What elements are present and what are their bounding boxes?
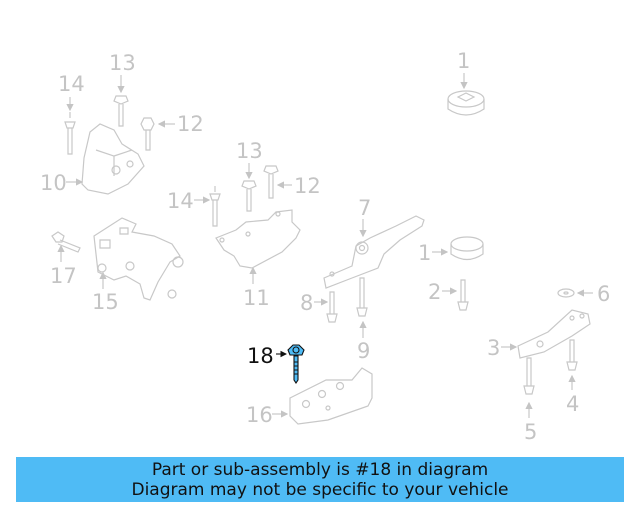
callout-14[interactable]: 14 (167, 189, 194, 213)
callout-1[interactable]: 1 (457, 49, 471, 73)
part-18-bolt (276, 344, 305, 384)
callout-14[interactable]: 14 (58, 72, 85, 96)
callout-8[interactable]: 8 (300, 291, 314, 315)
callout-6[interactable]: 6 (597, 282, 611, 306)
callout-12[interactable]: 12 (294, 174, 321, 198)
callout-13[interactable]: 13 (236, 139, 263, 163)
callout-3[interactable]: 3 (487, 336, 501, 360)
callout-2[interactable]: 2 (428, 280, 442, 304)
callout-4[interactable]: 4 (566, 392, 580, 416)
banner-disclaimer-line: Diagram may not be specific to your vehi… (131, 479, 509, 500)
callout-16[interactable]: 16 (246, 403, 273, 427)
callout-10[interactable]: 10 (40, 171, 67, 195)
callout-1[interactable]: 1 (418, 241, 432, 265)
callout-13[interactable]: 13 (109, 51, 136, 75)
part-info-banner: Part or sub-assembly is #18 in diagram D… (16, 457, 624, 502)
callout-5[interactable]: 5 (524, 420, 538, 444)
banner-part-line: Part or sub-assembly is #18 in diagram (151, 459, 489, 480)
callout-18-highlighted[interactable]: 18 (247, 344, 274, 368)
callout-12[interactable]: 12 (177, 112, 204, 136)
callout-7[interactable]: 7 (358, 196, 372, 220)
callout-17[interactable]: 17 (50, 264, 77, 288)
callout-11[interactable]: 11 (243, 286, 270, 310)
callout-15[interactable]: 15 (92, 290, 119, 314)
callout-9[interactable]: 9 (357, 339, 371, 363)
